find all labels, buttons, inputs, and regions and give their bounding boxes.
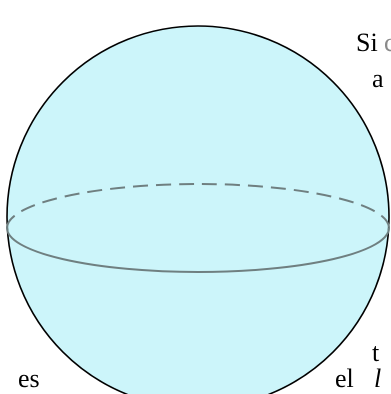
text-fragment-cut: c [384, 28, 391, 57]
sphere-body [6, 25, 390, 394]
equator-back-dashed [6, 183, 390, 229]
text-fragment-a: a [372, 64, 384, 93]
text-fragment-el: el [335, 364, 354, 393]
text-fragment-l-italic: l [374, 364, 382, 393]
text-fragment-t: t [372, 338, 380, 367]
text-fragment-si: Si [356, 28, 378, 57]
text-fragment-es: es [18, 364, 40, 393]
equator-front-solid [6, 227, 390, 273]
